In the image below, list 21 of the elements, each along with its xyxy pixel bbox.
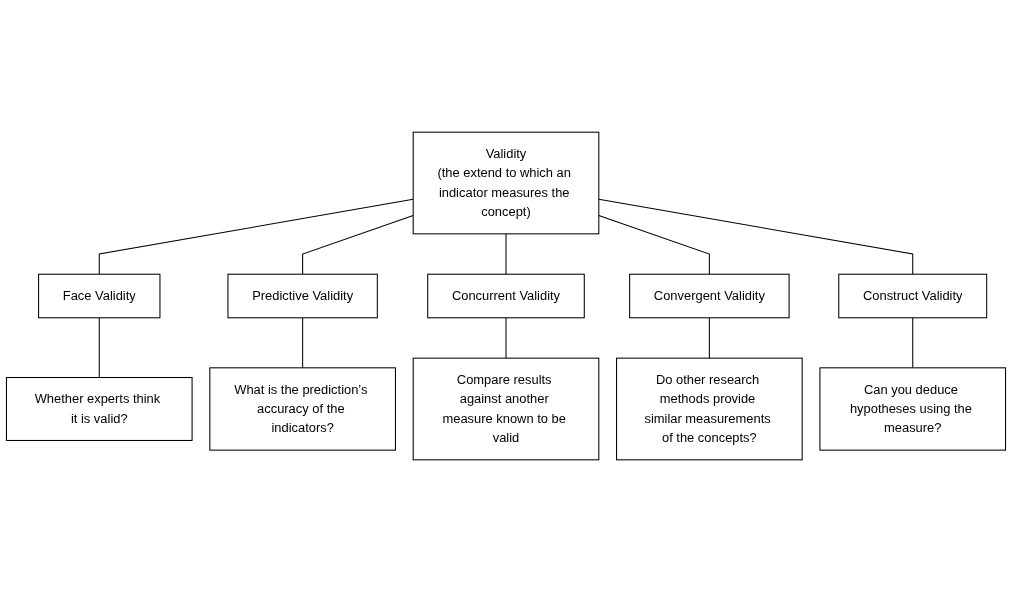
node-box: What is the prediction’s accuracy of the indicators? — [209, 367, 396, 451]
connector — [912, 317, 914, 369]
node-box: Do other research methods provide similar measurements of the concepts? — [616, 357, 803, 461]
node-box: Whether experts think it is valid? — [5, 377, 193, 441]
node-box: Face Validity — [38, 273, 161, 319]
node-box: Concurrent Validity — [427, 273, 585, 319]
connector — [598, 198, 914, 275]
node-box: Compare results against another measure known to be valid — [412, 357, 600, 461]
node-box: Convergent Validity — [629, 273, 790, 319]
connector — [505, 317, 507, 359]
connector — [708, 317, 710, 359]
connector — [598, 214, 710, 275]
node-box: Validity (the extend to which an indicator measures the concept) — [412, 131, 600, 235]
node-box: Can you deduce hypotheses using the measure? — [819, 367, 1007, 451]
connector — [302, 214, 414, 275]
node-box: Construct Validity — [838, 273, 988, 319]
node-box: Predictive Validity — [227, 273, 378, 319]
connector — [98, 317, 100, 379]
connector — [302, 317, 304, 369]
connector — [505, 233, 507, 275]
connector — [98, 198, 414, 275]
